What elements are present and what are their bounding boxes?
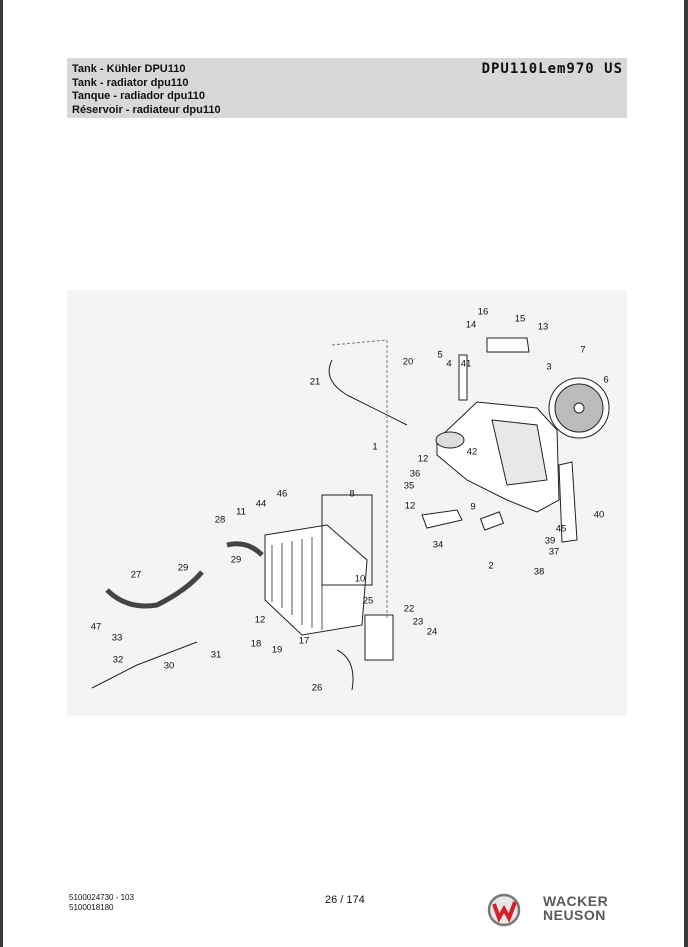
callout-26: 26: [311, 682, 323, 694]
callout-11: 11: [236, 506, 246, 518]
callout-14: 14: [465, 319, 477, 331]
callout-46: 46: [276, 488, 288, 500]
callout-38: 38: [533, 566, 545, 578]
doc-number: 5100024730 - 103: [69, 893, 134, 902]
callout-12b: 12: [404, 500, 416, 512]
page-number: 26 / 174: [325, 894, 365, 906]
callout-40: 40: [593, 509, 605, 521]
footer-doc-info: 5100024730 - 103 5100018180: [69, 893, 134, 912]
title-block: Tank - Kühler DPU110 Tank - radiator dpu…: [72, 63, 221, 117]
callout-17: 17: [298, 635, 310, 647]
callout-4: 4: [446, 358, 452, 370]
callout-29a: 29: [177, 562, 189, 574]
callout-20: 20: [402, 356, 414, 368]
callout-32: 32: [112, 654, 124, 666]
line-21: [328, 359, 408, 426]
callout-16: 16: [477, 306, 489, 318]
callout-36: 36: [409, 468, 421, 480]
callout-21: 21: [309, 376, 321, 388]
callout-27: 27: [130, 569, 142, 581]
parts-drawing: [91, 337, 610, 691]
callout-39: 39: [544, 535, 556, 547]
callout-37: 37: [548, 546, 560, 558]
exploded-parts-diagram: 16 15 14 13 5 20 4 41 3 7 6 21 1 42 12 3…: [67, 290, 627, 716]
callout-1: 1: [372, 441, 378, 453]
brand-line-1: WACKER: [543, 893, 609, 909]
callout-13: 13: [537, 321, 549, 333]
callout-2: 2: [488, 560, 494, 572]
callout-3: 3: [546, 361, 552, 373]
callout-45: 45: [555, 523, 567, 535]
callout-12c: 12: [254, 614, 266, 626]
wacker-neuson-logo: WACKER NEUSON: [486, 893, 628, 927]
callout-30: 30: [163, 660, 175, 672]
callout-19: 19: [271, 644, 283, 656]
title-fr: Réservoir - radiateur dpu110: [72, 103, 221, 116]
line-26: [336, 649, 354, 691]
callout-33: 33: [111, 632, 123, 644]
title-es: Tanque - radiador dpu110: [72, 90, 206, 102]
callout-5: 5: [437, 349, 443, 361]
callout-15: 15: [514, 313, 526, 325]
callout-34: 34: [432, 539, 444, 551]
callout-44: 44: [255, 498, 267, 510]
callout-29b: 29: [230, 554, 242, 566]
callout-22: 22: [403, 603, 415, 615]
title-de: Tank - Kühler DPU110: [72, 63, 186, 75]
part-number: 5100018180: [69, 902, 114, 912]
callout-35: 35: [403, 480, 415, 492]
callout-41: 41: [460, 358, 472, 370]
line-30: [91, 641, 198, 689]
callout-25: 25: [362, 595, 374, 607]
callout-9: 9: [470, 501, 476, 513]
callout-8: 8: [349, 488, 355, 500]
manual-page: Tank - Kühler DPU110 Tank - radiator dpu…: [3, 0, 684, 947]
radiator-shape: [264, 524, 368, 636]
model-code: DPU110Lem970 US: [481, 61, 623, 77]
page-header: Tank - Kühler DPU110 Tank - radiator dpu…: [67, 58, 627, 118]
hose-27: [105, 570, 204, 609]
callout-6: 6: [603, 374, 609, 386]
callout-7: 7: [580, 344, 586, 356]
brand-name: WACKER NEUSON: [543, 894, 608, 922]
brand-line-2: NEUSON: [543, 907, 606, 923]
w-emblem-icon: [487, 893, 521, 927]
callout-24: 24: [426, 626, 438, 638]
callout-18: 18: [250, 638, 262, 650]
title-en: Tank - radiator dpu110: [72, 76, 189, 89]
callout-23: 23: [412, 616, 424, 628]
callout-28: 28: [214, 514, 226, 526]
callout-10: 10: [354, 573, 366, 585]
callout-42: 42: [466, 446, 478, 458]
callout-47: 47: [90, 621, 102, 633]
hose-28: [226, 541, 264, 557]
callout-12a: 12: [417, 453, 429, 465]
callout-31: 31: [210, 649, 222, 661]
